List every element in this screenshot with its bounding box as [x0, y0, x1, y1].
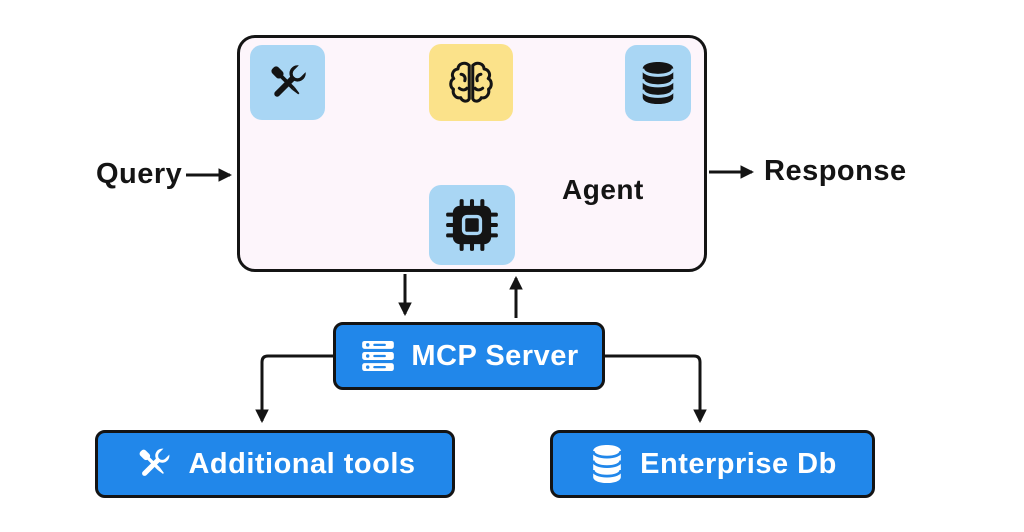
mcp-to-additional-tools-arrow — [255, 354, 333, 424]
additional-tools-label: Additional tools — [188, 447, 416, 480]
response-label: Response — [764, 155, 907, 187]
enterprise-db-node: Enterprise Db — [550, 430, 875, 498]
chip-icon — [446, 199, 498, 251]
query-label: Query — [96, 158, 183, 190]
agent-tools-node — [250, 45, 325, 120]
agent-chip-node — [429, 185, 515, 265]
tools-icon — [140, 448, 170, 476]
agent-brain-node — [429, 44, 513, 121]
database-icon — [641, 62, 675, 104]
mcp-to-enterprise-db-arrow — [605, 354, 707, 424]
database-icon — [591, 445, 623, 483]
additional-tools-node: Additional tools — [95, 430, 455, 498]
brain-icon — [449, 61, 493, 103]
mcp-server-node: MCP Server — [333, 322, 605, 390]
server-icon — [362, 340, 395, 372]
mcp-server-label: MCP Server — [411, 339, 579, 372]
tools-icon — [270, 64, 306, 97]
agent-database-node — [625, 45, 691, 121]
agent-label: Agent — [562, 174, 644, 205]
agent-box: Agent — [237, 35, 707, 272]
enterprise-db-label: Enterprise Db — [640, 447, 837, 480]
